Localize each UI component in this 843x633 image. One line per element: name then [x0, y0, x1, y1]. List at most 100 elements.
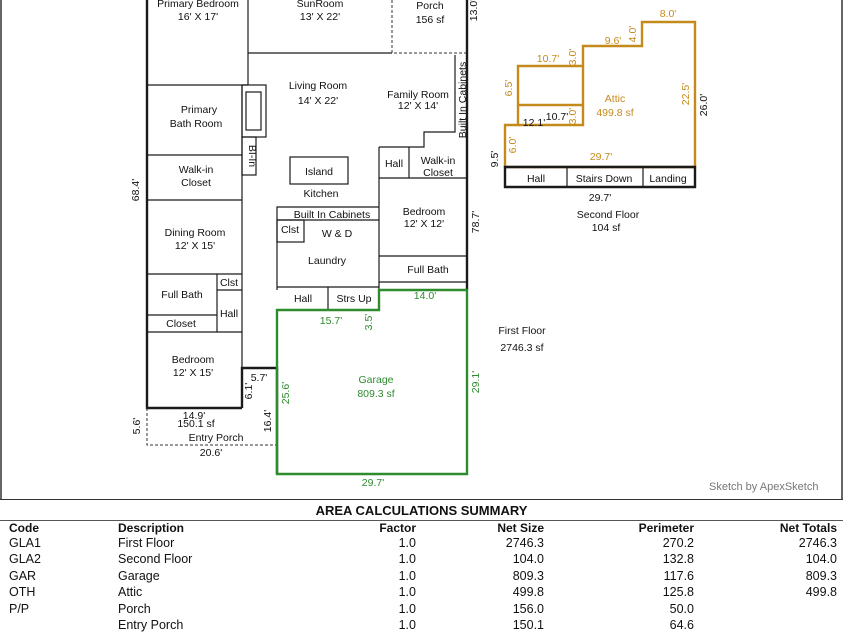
- row-factor: 1.0: [398, 618, 416, 632]
- row-factor: 1.0: [398, 602, 416, 616]
- row-perimeter: 117.6: [663, 569, 694, 583]
- dim-22-5: 22.5': [680, 83, 692, 105]
- dim-20-6: 20.6': [200, 447, 222, 459]
- room-bedroom-right: Bedroom: [403, 206, 446, 218]
- room-full-bath-left: Full Bath: [161, 289, 203, 301]
- area-summary: AREA CALCULATIONS SUMMARY Code Descripti…: [0, 499, 843, 633]
- second-floor: Attic 499.8 sf Hall Stairs Down Landing …: [489, 8, 710, 234]
- row-net-size: 104.0: [512, 552, 544, 566]
- row-factor: 1.0: [398, 536, 416, 550]
- first-floor-area: 2746.3 sf: [500, 342, 543, 354]
- room-family-room: Family Room: [387, 89, 449, 101]
- summary-title: AREA CALCULATIONS SUMMARY: [315, 503, 528, 518]
- row-perimeter: 125.8: [662, 585, 694, 599]
- row-description: Porch: [118, 602, 151, 616]
- row-net-total: 104.0: [805, 552, 837, 566]
- row-factor: 1.0: [398, 569, 416, 583]
- room-primary-bath-line1: Primary: [181, 104, 218, 116]
- garage-outline: [275, 288, 469, 476]
- room-dining-room-size: 12' X 15': [175, 240, 215, 252]
- room-primary-bedroom-size: 16' X 17': [178, 11, 218, 23]
- room-living-room-size: 14' X 22': [298, 95, 338, 107]
- dim-9-5: 9.5': [489, 151, 501, 168]
- dim-6-5: 6.5': [503, 80, 515, 97]
- row-description: Second Floor: [118, 552, 193, 566]
- dim-10-7-top: 10.7': [537, 53, 559, 65]
- dim-29-1: 29.1': [470, 371, 482, 393]
- room-sunroom-size: 13' X 22': [300, 11, 340, 23]
- dim-15-7: 15.7': [320, 315, 342, 327]
- room-primary-bath-line2: Bath Room: [170, 118, 223, 130]
- dim-8-0: 8.0': [660, 8, 677, 20]
- row-code: GLA1: [9, 536, 41, 550]
- dim-78-7: 78.7': [470, 211, 482, 233]
- room-bedroom-right-size: 12' X 12': [404, 218, 444, 230]
- summary-header-row: Code Description Factor Net Size Perimet…: [0, 520, 843, 535]
- dim-14-0: 14.0': [414, 290, 436, 302]
- room-bedroom-left-size: 12' X 15': [173, 367, 213, 379]
- island-label: Island: [305, 166, 333, 178]
- dim-29-7-garage: 29.7': [362, 477, 384, 489]
- header-code: Code: [9, 521, 39, 535]
- dim-3-0-top: 3.0': [567, 49, 579, 66]
- attic-outline: [503, 20, 697, 169]
- built-in-cabinets-vertical: Built In Cabinets: [457, 62, 469, 138]
- room-clst-a: Clst: [281, 224, 299, 236]
- row-net-size: 809.3: [512, 569, 544, 583]
- room-dining-room: Dining Room: [165, 227, 226, 239]
- dim-10-7-mid: 10.7': [546, 111, 568, 123]
- room-garage: Garage: [358, 374, 393, 386]
- room-hall-b: Hall: [220, 308, 238, 320]
- dim-26-0: 26.0': [698, 94, 710, 116]
- dim-29-7-inner: 29.7': [590, 151, 612, 163]
- row-net-size: 2746.3: [505, 536, 544, 550]
- row-code: OTH: [9, 585, 36, 599]
- dim-3-5: 3.5': [363, 314, 375, 331]
- row-code: P/P: [9, 602, 30, 616]
- built-in-cabinets-horizontal: Built In Cabinets: [294, 209, 370, 221]
- dim-25-6: 25.6': [280, 382, 292, 404]
- first-floor-label: First Floor: [498, 325, 546, 337]
- room-closet: Closet: [166, 318, 196, 330]
- row-description: Entry Porch: [118, 618, 184, 632]
- dim-29-7-bottom: 29.7': [589, 192, 611, 204]
- stairs-up-label: Strs Up: [336, 293, 371, 305]
- row-net-total: 499.8: [805, 585, 837, 599]
- bi-in-label: BI-In: [246, 145, 258, 167]
- header-net-totals: Net Totals: [779, 521, 837, 535]
- row-net-size: 499.8: [512, 585, 544, 599]
- room-attic-area: 499.8 sf: [596, 107, 633, 119]
- second-floor-label: Second Floor: [577, 209, 640, 221]
- room-bedroom-left: Bedroom: [172, 354, 215, 366]
- landing-label: Landing: [649, 173, 687, 185]
- room-laundry: Laundry: [308, 255, 347, 267]
- second-floor-area: 104 sf: [592, 222, 621, 234]
- header-description: Description: [118, 521, 185, 535]
- room-primary-bedroom: Primary Bedroom: [157, 0, 239, 10]
- header-perimeter: Perimeter: [638, 521, 694, 535]
- dim-14-9: 14.9': [183, 410, 205, 422]
- floor-plan: Primary Bedroom 16' X 17' SunRoom 13' X …: [0, 0, 843, 499]
- room-attic: Attic: [605, 93, 625, 105]
- row-perimeter: 270.2: [662, 536, 694, 550]
- room-walkin-closet-right-line2: Closet: [423, 167, 453, 179]
- room-garage-area: 809.3 sf: [357, 388, 394, 400]
- entry-porch-label: Entry Porch: [189, 432, 244, 444]
- row-description: First Floor: [118, 536, 175, 550]
- dim-6-1: 6.1': [243, 383, 255, 400]
- room-porch: Porch: [416, 0, 444, 12]
- room-hall-second: Hall: [527, 173, 545, 185]
- stairs-down-label: Stairs Down: [576, 173, 633, 185]
- row-code: GLA2: [9, 552, 41, 566]
- room-family-room-size: 12' X 14': [398, 100, 438, 112]
- row-code: GAR: [9, 569, 37, 583]
- dim-13-0: 13.0': [468, 0, 480, 21]
- dim-12-1: 12.1': [523, 117, 545, 129]
- row-perimeter: 132.8: [662, 552, 694, 566]
- room-living-room: Living Room: [289, 80, 348, 92]
- row-net-total: 2746.3: [798, 536, 837, 550]
- room-clst-b: Clst: [220, 277, 238, 289]
- room-wd: W & D: [322, 228, 353, 240]
- dim-6-0: 6.0': [507, 137, 519, 154]
- room-sunroom: SunRoom: [297, 0, 344, 10]
